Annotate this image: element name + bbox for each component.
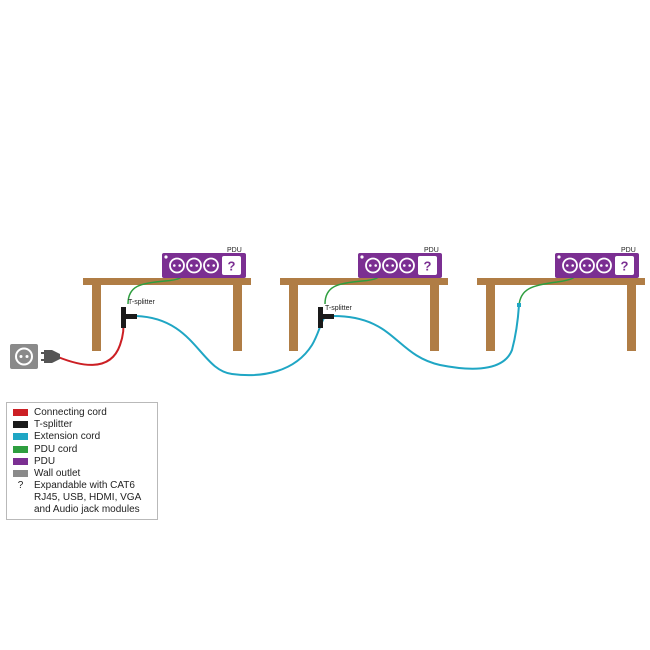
t-splitter-label-1: T-splitter <box>128 299 156 306</box>
power-socket-icon <box>365 257 381 274</box>
power-socket-icon <box>596 257 612 274</box>
power-socket-icon <box>203 257 219 274</box>
power-socket-icon <box>562 257 578 274</box>
legend: Connecting cord T-splitter Extension cor… <box>6 402 158 520</box>
legend-label: T-splitter <box>34 419 73 431</box>
t-splitter-2 <box>318 307 334 328</box>
module-slot <box>222 256 241 275</box>
legend-swatch <box>13 433 28 441</box>
module-slot <box>615 256 634 275</box>
pdu-3: ? <box>555 253 639 278</box>
legend-swatch <box>13 457 28 465</box>
legend-item-extension-cord: Extension cord <box>12 431 153 443</box>
legend-label: PDU <box>34 455 56 467</box>
pdu-2: ? <box>358 253 442 278</box>
pdu-1: ? <box>162 253 246 278</box>
legend-swatch <box>13 409 28 416</box>
power-socket-icon <box>399 257 415 274</box>
legend-note-mark: ? <box>17 480 24 492</box>
pdu-label-3: PDU <box>621 247 636 254</box>
connecting-cord <box>57 317 125 366</box>
extension-cord-2 <box>332 304 520 370</box>
cord-joint-3 <box>517 303 521 307</box>
legend-label: Extension cord <box>34 431 101 443</box>
power-socket-icon <box>382 257 398 274</box>
legend-swatch <box>13 445 28 453</box>
pdu-label-2: PDU <box>424 247 439 254</box>
power-socket-icon <box>186 257 202 274</box>
wall-outlet <box>10 344 38 369</box>
desk-1 <box>83 278 251 351</box>
desk-2 <box>280 278 448 351</box>
legend-label: Wall outlet <box>34 467 81 479</box>
desk-3 <box>477 278 645 351</box>
module-slot <box>418 256 437 275</box>
legend-item-pdu: PDU <box>12 456 153 468</box>
module-slot-mark: ? <box>621 259 629 274</box>
pdu-label-1: PDU <box>227 247 242 254</box>
t-splitter-1 <box>121 307 137 328</box>
legend-item-connecting-cord: Connecting cord <box>12 407 153 419</box>
legend-item-wall-outlet: Wall outlet <box>12 468 153 480</box>
legend-item-module-note: ? Expandable with CAT6 RJ45, USB, HDMI, … <box>12 480 153 516</box>
legend-swatch <box>13 469 28 477</box>
legend-item-t-splitter: T-splitter <box>12 419 153 431</box>
legend-label: PDU cord <box>34 443 78 455</box>
t-splitter-label-2: T-splitter <box>325 305 353 312</box>
module-slot-mark: ? <box>424 259 432 274</box>
power-socket-icon <box>169 257 185 274</box>
legend-swatch <box>13 421 28 429</box>
legend-label: Connecting cord <box>34 407 107 418</box>
plug-icon <box>41 350 60 363</box>
module-slot-mark: ? <box>228 259 236 274</box>
legend-note-text: Expandable with CAT6 RJ45, USB, HDMI, VG… <box>34 480 141 516</box>
power-socket-icon <box>579 257 595 274</box>
legend-item-pdu-cord: PDU cord <box>12 444 153 456</box>
wall-socket-icon <box>15 347 33 366</box>
extension-cord-1 <box>135 315 325 377</box>
